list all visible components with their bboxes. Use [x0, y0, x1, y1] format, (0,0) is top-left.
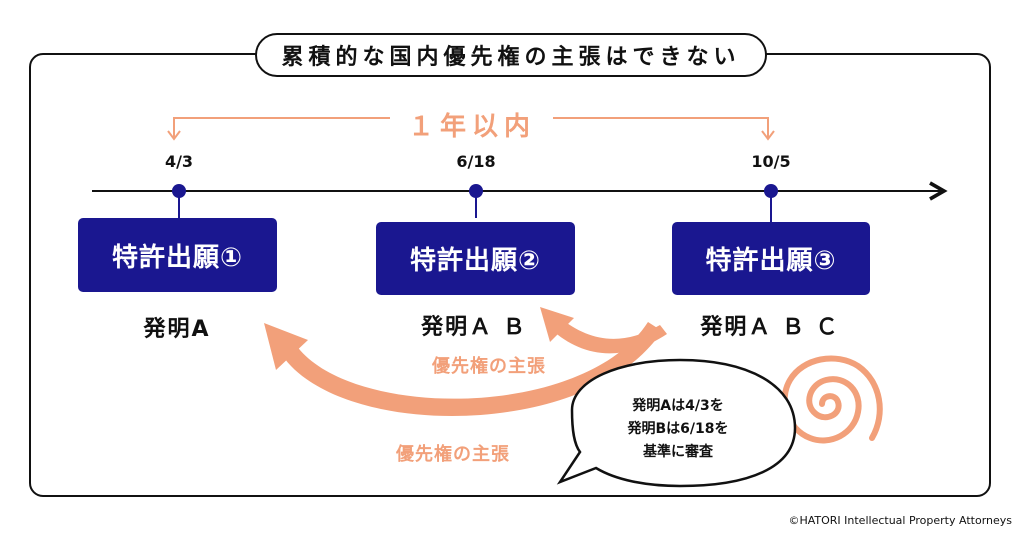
- invention-label-3: 発明Ａ Ｂ Ｃ: [700, 315, 840, 340]
- bubble-line-3: 基準に審査: [643, 444, 713, 460]
- application-box-1: 特許出願①: [78, 218, 277, 292]
- page-title: 累積的な国内優先権の主張はできない: [255, 33, 767, 77]
- priority-claim-label-2: 優先権の主張: [396, 444, 510, 465]
- timeline-point-1: [172, 184, 186, 198]
- copyright-notice: ©HATORI Intellectual Property Attorneys: [788, 514, 1012, 527]
- application-box-3: 特許出願③: [672, 222, 870, 295]
- invention-label-2: 発明Ａ Ｂ: [421, 315, 527, 340]
- date-label-2: 6/18: [456, 152, 496, 171]
- period-label: １年以内: [407, 112, 536, 142]
- bubble-line-2: 発明Bは6/18を: [627, 421, 729, 437]
- application-box-2: 特許出願②: [376, 222, 575, 295]
- priority-arrow-2: [540, 307, 667, 354]
- priority-claim-label-1: 優先権の主張: [432, 356, 546, 377]
- speech-bubble-text: 発明Aは4/3を 発明Bは6/18を 基準に審査: [588, 395, 768, 464]
- priority-arrow-1: [264, 322, 662, 417]
- date-label-1: 4/3: [164, 152, 194, 171]
- spiral-decoration: [781, 355, 883, 444]
- invention-label-1: 発明A: [143, 317, 211, 342]
- timeline-point-2: [469, 184, 483, 198]
- speech-bubble-shape: [556, 358, 797, 488]
- date-label-3: 10/5: [751, 152, 791, 171]
- timeline-point-3: [764, 184, 778, 198]
- bubble-line-1: 発明Aは4/3を: [632, 398, 724, 414]
- period-bracket: [167, 117, 775, 141]
